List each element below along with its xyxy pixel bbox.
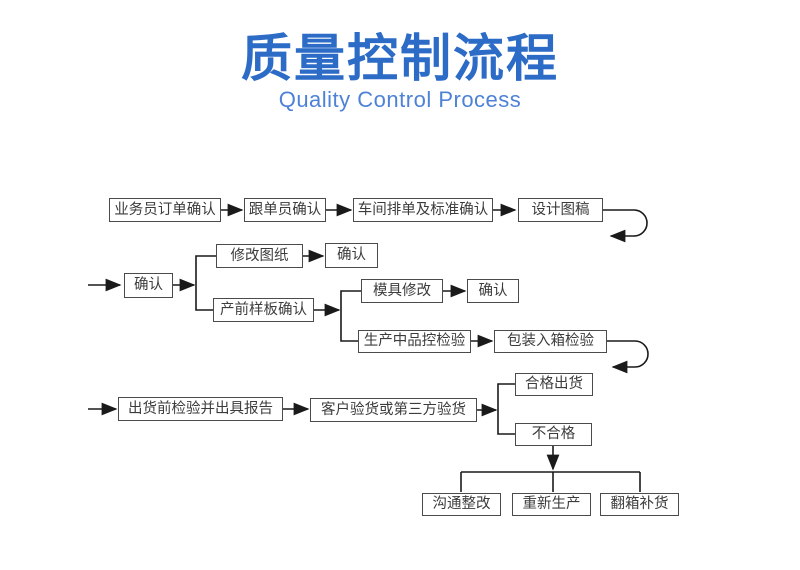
node-confirm-3: 确认 [467, 279, 519, 303]
node-qualified-shipment: 合格出货 [515, 373, 593, 396]
node-design-draft: 设计图稿 [518, 198, 603, 222]
node-pre-production-sample-confirm: 产前样板确认 [213, 298, 314, 322]
node-confirm-2: 确认 [325, 243, 378, 268]
node-re-produce: 重新生产 [512, 493, 591, 516]
node-workshop-schedule-standard-confirm: 车间排单及标准确认 [353, 198, 493, 222]
node-unbox-replenish: 翻箱补货 [600, 493, 679, 516]
page-subtitle: Quality Control Process [278, 87, 522, 113]
loop-back-arrow-icon [607, 340, 649, 374]
node-packing-into-carton-inspection: 包装入箱检验 [494, 330, 607, 353]
branch-bracket-line [195, 255, 216, 311]
loop-back-arrow-icon [603, 209, 648, 243]
node-confirm-1: 确认 [124, 273, 173, 298]
node-merchandiser-confirm: 跟单员确认 [244, 198, 326, 222]
node-customer-or-third-party-inspection: 客户验货或第三方验货 [310, 398, 477, 422]
node-communicate-rectify: 沟通整改 [422, 493, 501, 516]
node-unqualified: 不合格 [515, 423, 592, 446]
page-title: 质量控制流程 [240, 30, 559, 87]
branch-bracket-line [340, 290, 361, 342]
node-salesman-order-confirm: 业务员订单确认 [109, 198, 221, 222]
node-mold-modification: 模具修改 [361, 279, 443, 303]
node-in-production-qc-inspection: 生产中品控检验 [358, 330, 471, 353]
node-pre-shipment-inspection-report: 出货前检验并出具报告 [118, 397, 283, 421]
node-revise-drawing: 修改图纸 [216, 244, 303, 268]
page-header: 质量控制流程 Quality Control Process [0, 30, 800, 112]
branch-bracket-line [497, 383, 515, 435]
